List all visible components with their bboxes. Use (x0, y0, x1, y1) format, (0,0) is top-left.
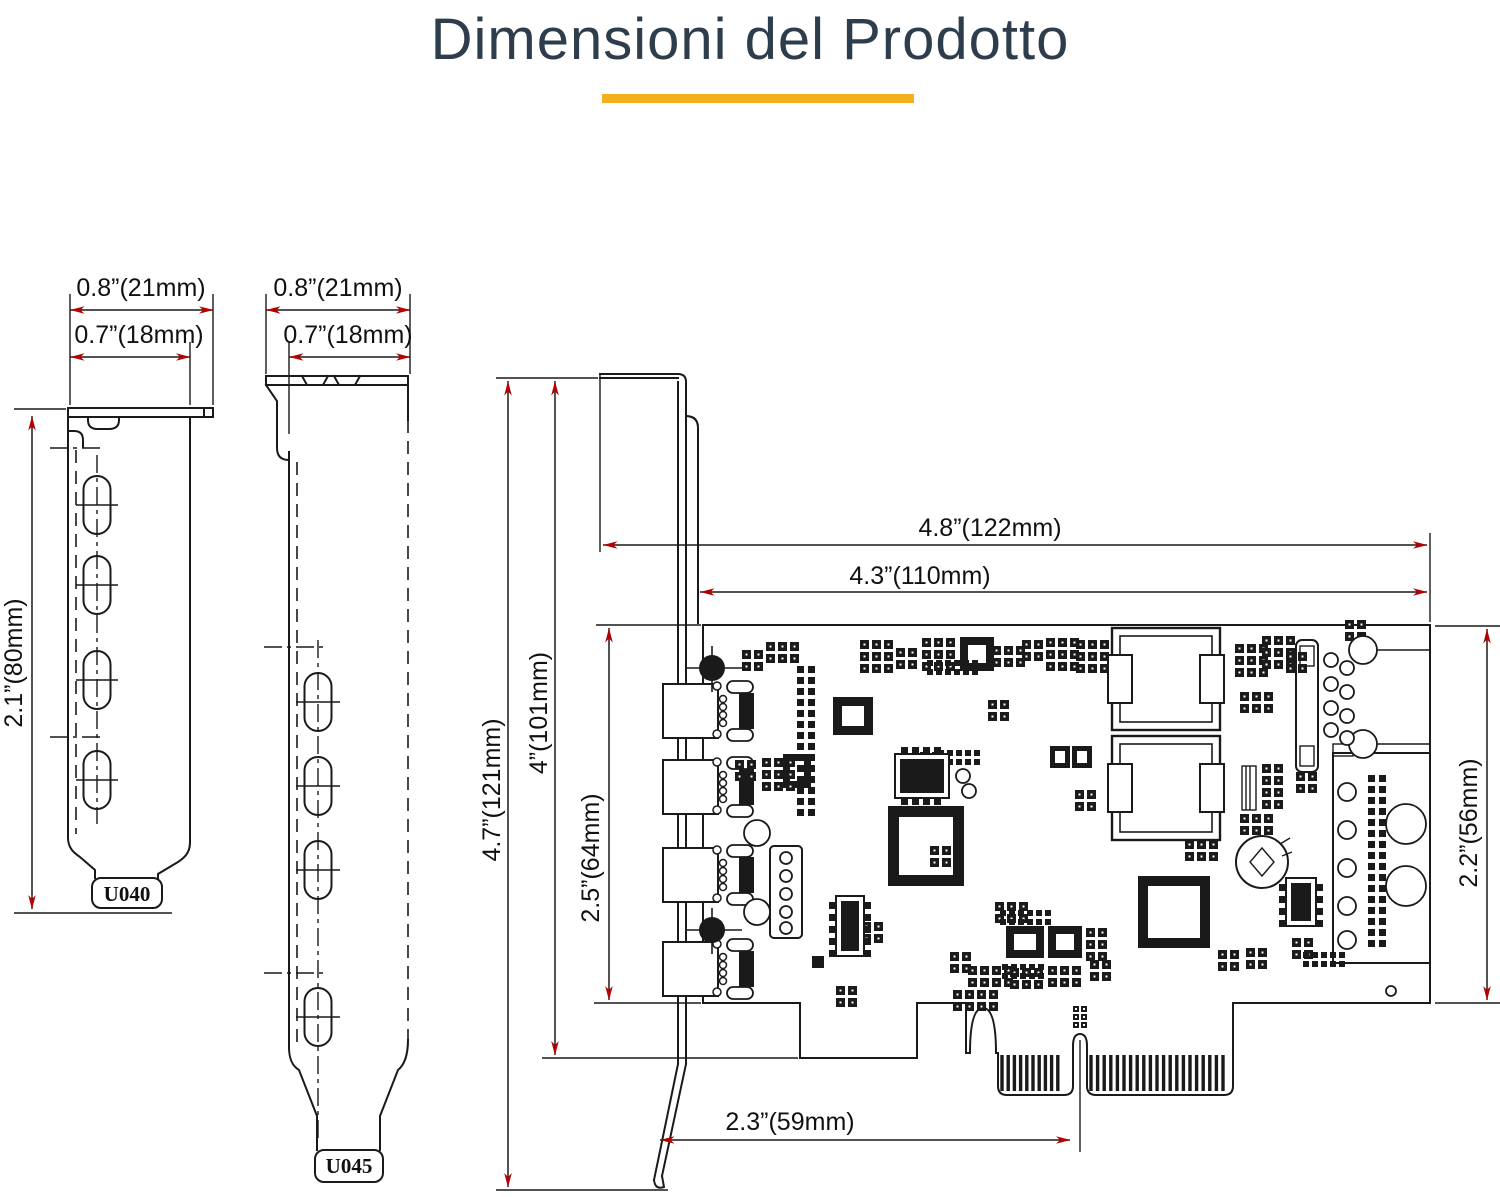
bracket2-id-stamp: U045 (326, 1154, 373, 1178)
page-title: Dimensioni del Prodotto (430, 7, 1070, 72)
full-height-bracket-drawing: 0.8”(21mm) 0.7”(18mm) U045 (264, 274, 413, 1183)
edge-connector-offset-label: 2.3”(59mm) (725, 1108, 854, 1136)
rear-pcb-height-label: 2.2”(56mm) (1455, 758, 1483, 887)
bracket2-outer-width-label: 0.8”(21mm) (273, 274, 402, 302)
hatched-component (1241, 765, 1257, 811)
bracket-height-label: 4”(101mm) (525, 652, 553, 774)
usb-pin-header (769, 845, 803, 939)
bracket1-outer-width-label: 0.8”(21mm) (76, 274, 205, 302)
crystal-component (1235, 835, 1293, 889)
pcb-length-label: 4.3”(110mm) (849, 562, 990, 590)
card-face-drawing: 4.8”(122mm) 4.3”(110mm) 4.7”(121mm) 4”(1… (76, 373, 1500, 1191)
front-pcb-height-label: 2.5”(64mm) (577, 793, 605, 922)
bracket1-height-label: 2.1”(80mm) (0, 598, 28, 727)
internal-power-connector (1295, 639, 1430, 773)
smd-capacitor (812, 956, 824, 968)
bracket1-id-stamp: U040 (104, 882, 151, 906)
title-underline (602, 94, 914, 103)
low-profile-bracket-drawing: 0.8”(21mm) 0.7”(18mm) 2.1”(80mm) U040 (0, 274, 214, 914)
card-total-height-label: 4.7”(121mm) (478, 718, 506, 861)
bracket2-inner-width-label: 0.7”(18mm) (283, 321, 412, 349)
card-total-length-label: 4.8”(122mm) (918, 514, 1061, 542)
pcb-components (76, 475, 1427, 1091)
bracket1-inner-width-label: 0.7”(18mm) (74, 321, 203, 349)
